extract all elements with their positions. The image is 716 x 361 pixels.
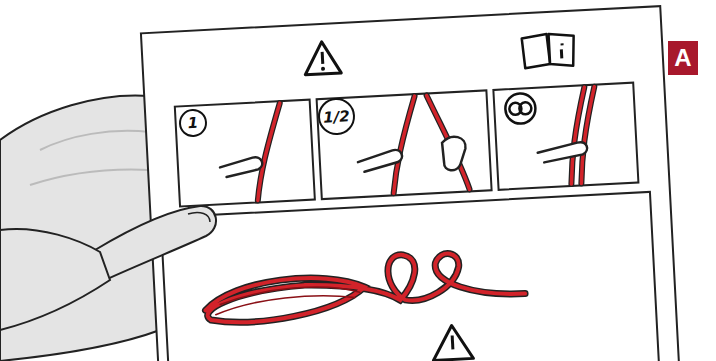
- label-text: 1: [187, 113, 198, 132]
- thumb-nail: [188, 212, 210, 222]
- warning-triangle: [304, 41, 342, 75]
- finger-line: [30, 131, 150, 185]
- warning-mark: [451, 335, 455, 349]
- panel: [317, 90, 492, 199]
- rope-single: [217, 103, 285, 202]
- panel: [493, 83, 638, 190]
- panel: [175, 100, 315, 207]
- manual-icon: [522, 33, 576, 69]
- rope-coil: [203, 248, 526, 324]
- warning-dot: [321, 67, 325, 71]
- info-mark: [561, 43, 563, 58]
- label-text: 1/2: [323, 107, 350, 126]
- warning-triangle: [432, 324, 474, 360]
- warning-mark: [321, 52, 325, 64]
- hand-front: [0, 229, 110, 330]
- label-text: A: [674, 44, 691, 72]
- section-tag: A: [668, 41, 698, 75]
- hand-thumb: [95, 206, 216, 280]
- rope-twin: [534, 87, 599, 186]
- twin-rope-symbol: [505, 93, 537, 125]
- rope-half: [355, 93, 470, 195]
- panel: [161, 192, 663, 361]
